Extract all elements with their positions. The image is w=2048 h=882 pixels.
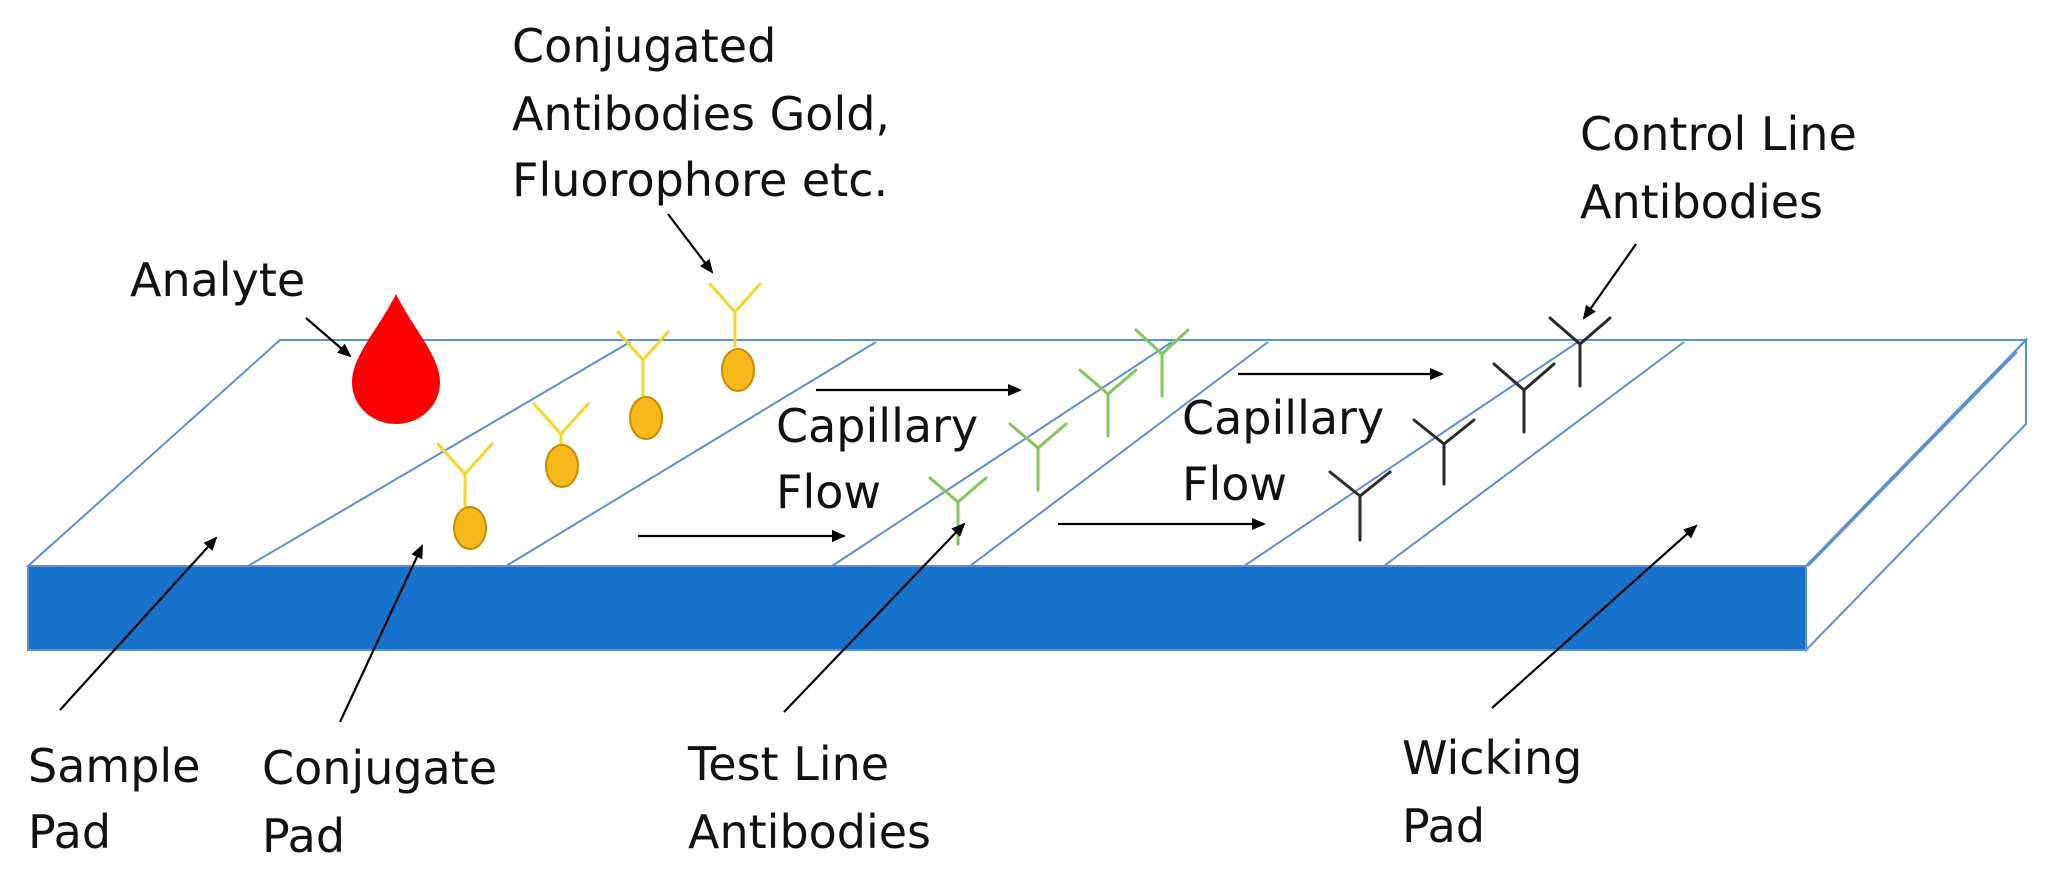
callout-arrows bbox=[59, 213, 1698, 723]
conjugated-antibody-icon bbox=[708, 282, 762, 392]
conjugated-antibody-icon bbox=[436, 442, 494, 550]
test-antibody-icon bbox=[1008, 422, 1068, 492]
test-strip bbox=[25, 337, 2029, 653]
gold-particle-icon bbox=[545, 444, 579, 488]
strip-top-face bbox=[25, 339, 2029, 567]
pad-divider-line bbox=[505, 341, 877, 567]
capillary-flow-arrows bbox=[638, 368, 1444, 542]
test-line-antibodies-label: Test Line Antibodies bbox=[687, 737, 931, 859]
strip-front-face bbox=[27, 565, 1807, 651]
pointer-arrow-icon bbox=[783, 522, 966, 713]
test-line-antibodies bbox=[928, 328, 1190, 546]
pad-divider-line bbox=[247, 341, 631, 567]
label-line: Capillary bbox=[776, 399, 978, 453]
pointer-arrow-icon bbox=[339, 544, 423, 723]
pad-divider-line bbox=[1383, 341, 1685, 567]
label-line: Pad bbox=[1402, 799, 1485, 853]
strip-side-face bbox=[1805, 337, 2027, 653]
pointer-arrow-icon bbox=[1491, 524, 1698, 709]
label-line: Flow bbox=[1182, 457, 1287, 511]
label-line: Flow bbox=[776, 465, 881, 519]
pointer-arrow-icon bbox=[59, 536, 218, 711]
pointer-arrow-icon bbox=[667, 213, 714, 274]
label-line: Pad bbox=[28, 805, 111, 859]
control-line-antibodies-label: Control Line Antibodies bbox=[1580, 107, 1871, 229]
pad-divider-line bbox=[1243, 341, 1579, 567]
capillary-flow-label: Capillary Flow bbox=[1182, 391, 1399, 511]
control-antibody-icon bbox=[1412, 418, 1476, 486]
label-line: Wicking bbox=[1402, 731, 1582, 785]
gold-particle-icon bbox=[629, 396, 663, 440]
analyte-label: Analyte bbox=[130, 253, 305, 307]
label-line: Test Line bbox=[687, 737, 889, 791]
label-line: Conjugate bbox=[262, 741, 497, 795]
label-line: Control Line bbox=[1580, 107, 1857, 161]
conjugated-antibodies bbox=[436, 282, 762, 550]
control-line-antibodies bbox=[1328, 316, 1612, 542]
sample-pad-label: Sample Pad bbox=[28, 739, 215, 859]
pad-divider-line bbox=[969, 341, 1269, 567]
conjugated-antibody-icon bbox=[532, 402, 590, 488]
label-line: Antibodies Gold, bbox=[512, 87, 890, 141]
label-line: Sample bbox=[28, 739, 200, 793]
control-antibody-icon bbox=[1548, 316, 1612, 388]
analyte-drop-icon bbox=[352, 294, 440, 424]
conjugated-antibody-icon bbox=[616, 330, 670, 440]
conjugate-pad-label: Conjugate Pad bbox=[262, 741, 512, 863]
capillary-flow-label: Capillary Flow bbox=[776, 399, 993, 519]
label-line: Conjugated bbox=[512, 19, 776, 73]
label-line: Fluorophore etc. bbox=[512, 153, 888, 207]
label-line: Antibodies bbox=[688, 805, 931, 859]
label-line: Antibodies bbox=[1580, 175, 1823, 229]
strip-side-inner-edge bbox=[1807, 351, 2018, 567]
pointer-arrow-icon bbox=[305, 317, 352, 358]
test-antibody-icon bbox=[1134, 328, 1190, 398]
label-line: Pad bbox=[262, 809, 345, 863]
label-line: Analyte bbox=[130, 253, 305, 307]
control-antibody-icon bbox=[1492, 362, 1556, 434]
test-antibody-icon bbox=[928, 476, 988, 546]
control-antibody-icon bbox=[1328, 470, 1392, 542]
gold-particle-icon bbox=[721, 348, 755, 392]
label-line: Capillary bbox=[1182, 391, 1384, 445]
pad-divider-line bbox=[831, 341, 1173, 567]
gold-particle-icon bbox=[453, 506, 487, 550]
conjugated-antibodies-label: Conjugated Antibodies Gold, Fluorophore … bbox=[512, 19, 905, 207]
test-antibody-icon bbox=[1078, 368, 1138, 438]
wicking-pad-label: Wicking Pad bbox=[1402, 731, 1597, 853]
pointer-arrow-icon bbox=[1582, 243, 1637, 320]
